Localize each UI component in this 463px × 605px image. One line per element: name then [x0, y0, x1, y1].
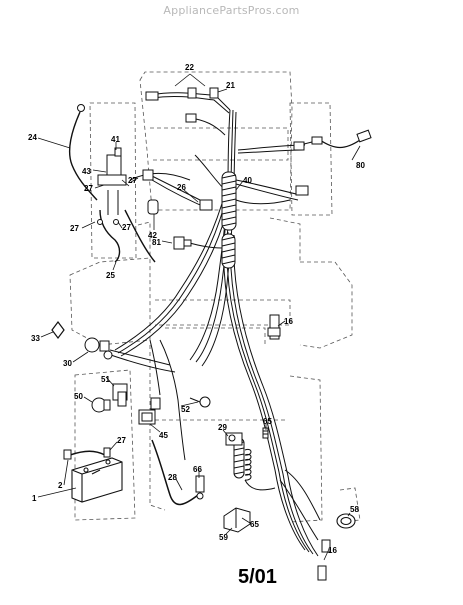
callout-21: 21 — [226, 81, 235, 90]
callout-50: 50 — [74, 392, 83, 401]
callout-52: 52 — [181, 405, 190, 414]
connector-30 — [84, 337, 113, 360]
callout-24: 24 — [28, 133, 37, 142]
connector-80 — [356, 129, 372, 143]
callout-81: 81 — [152, 238, 161, 247]
callout-45: 45 — [159, 431, 168, 440]
callout-26: 26 — [177, 183, 186, 192]
loom-ribs — [221, 174, 245, 475]
switch-parts-26-42 — [142, 141, 309, 215]
switch-29 — [225, 432, 243, 446]
relay-81 — [173, 236, 192, 250]
callout-59: 59 — [219, 533, 228, 542]
callout-43: 43 — [82, 167, 91, 176]
coil-wire — [244, 448, 276, 491]
terminal-2 — [63, 449, 72, 460]
watermark-text: AppliancePartsPros.com — [163, 4, 300, 17]
callout-27-c: 27 — [70, 224, 79, 233]
lead-wire-80 — [319, 139, 361, 149]
screw-65 — [262, 427, 269, 439]
callout-33: 33 — [31, 334, 40, 343]
callout-65-a: 65 — [263, 417, 272, 426]
main-harness — [104, 109, 321, 557]
callout-27-e: 27 — [117, 436, 126, 445]
bracket-59 — [223, 507, 251, 533]
headlight-connectors — [145, 87, 219, 123]
ground-wire-25b — [124, 209, 156, 263]
callout-labels: 22 21 24 41 80 43 27 27 40 26 27 27 42 8… — [28, 63, 365, 555]
callout-16-b: 16 — [328, 546, 337, 555]
callout-41: 41 — [111, 135, 120, 144]
callout-27-d: 27 — [122, 223, 131, 232]
module-51 — [112, 383, 128, 407]
callout-28: 28 — [168, 473, 177, 482]
callout-66: 66 — [193, 465, 202, 474]
component-16-lower — [317, 539, 331, 581]
connector-80b — [311, 136, 323, 145]
seat-switch-45 — [138, 397, 161, 425]
ignition-switch-41 — [97, 147, 127, 225]
clip-33 — [51, 321, 65, 339]
callout-29: 29 — [218, 423, 227, 432]
revision-date: 5/01 — [238, 566, 277, 588]
ring-terminal-24 — [77, 104, 85, 112]
callout-1: 1 — [32, 494, 37, 503]
bulb-50 — [91, 397, 111, 413]
ground-wire-24 — [68, 111, 98, 201]
battery-1 — [71, 457, 123, 503]
component-16-upper — [267, 314, 281, 340]
callout-40: 40 — [243, 176, 252, 185]
solenoid-66 — [195, 475, 205, 500]
callout-27-a: 27 — [84, 184, 93, 193]
terminal-27-lower — [103, 447, 111, 458]
callout-51: 51 — [101, 375, 110, 384]
callout-27-b: 27 — [128, 176, 137, 185]
bulb-52 — [189, 396, 211, 408]
callout-65-b: 65 — [250, 520, 259, 529]
callout-25: 25 — [106, 271, 115, 280]
callout-2: 2 — [58, 481, 63, 490]
battery-cable-28 — [151, 439, 199, 506]
ground-wire-25 — [99, 209, 121, 263]
callout-22: 22 — [185, 63, 194, 72]
callout-80: 80 — [356, 161, 365, 170]
callout-42: 42 — [148, 231, 157, 240]
socket-58 — [336, 513, 356, 529]
callout-16-a: 16 — [284, 317, 293, 326]
leader-lines — [37, 73, 361, 561]
callout-30: 30 — [63, 359, 72, 368]
battery-cable-2 — [69, 450, 106, 456]
callout-58: 58 — [350, 505, 359, 514]
